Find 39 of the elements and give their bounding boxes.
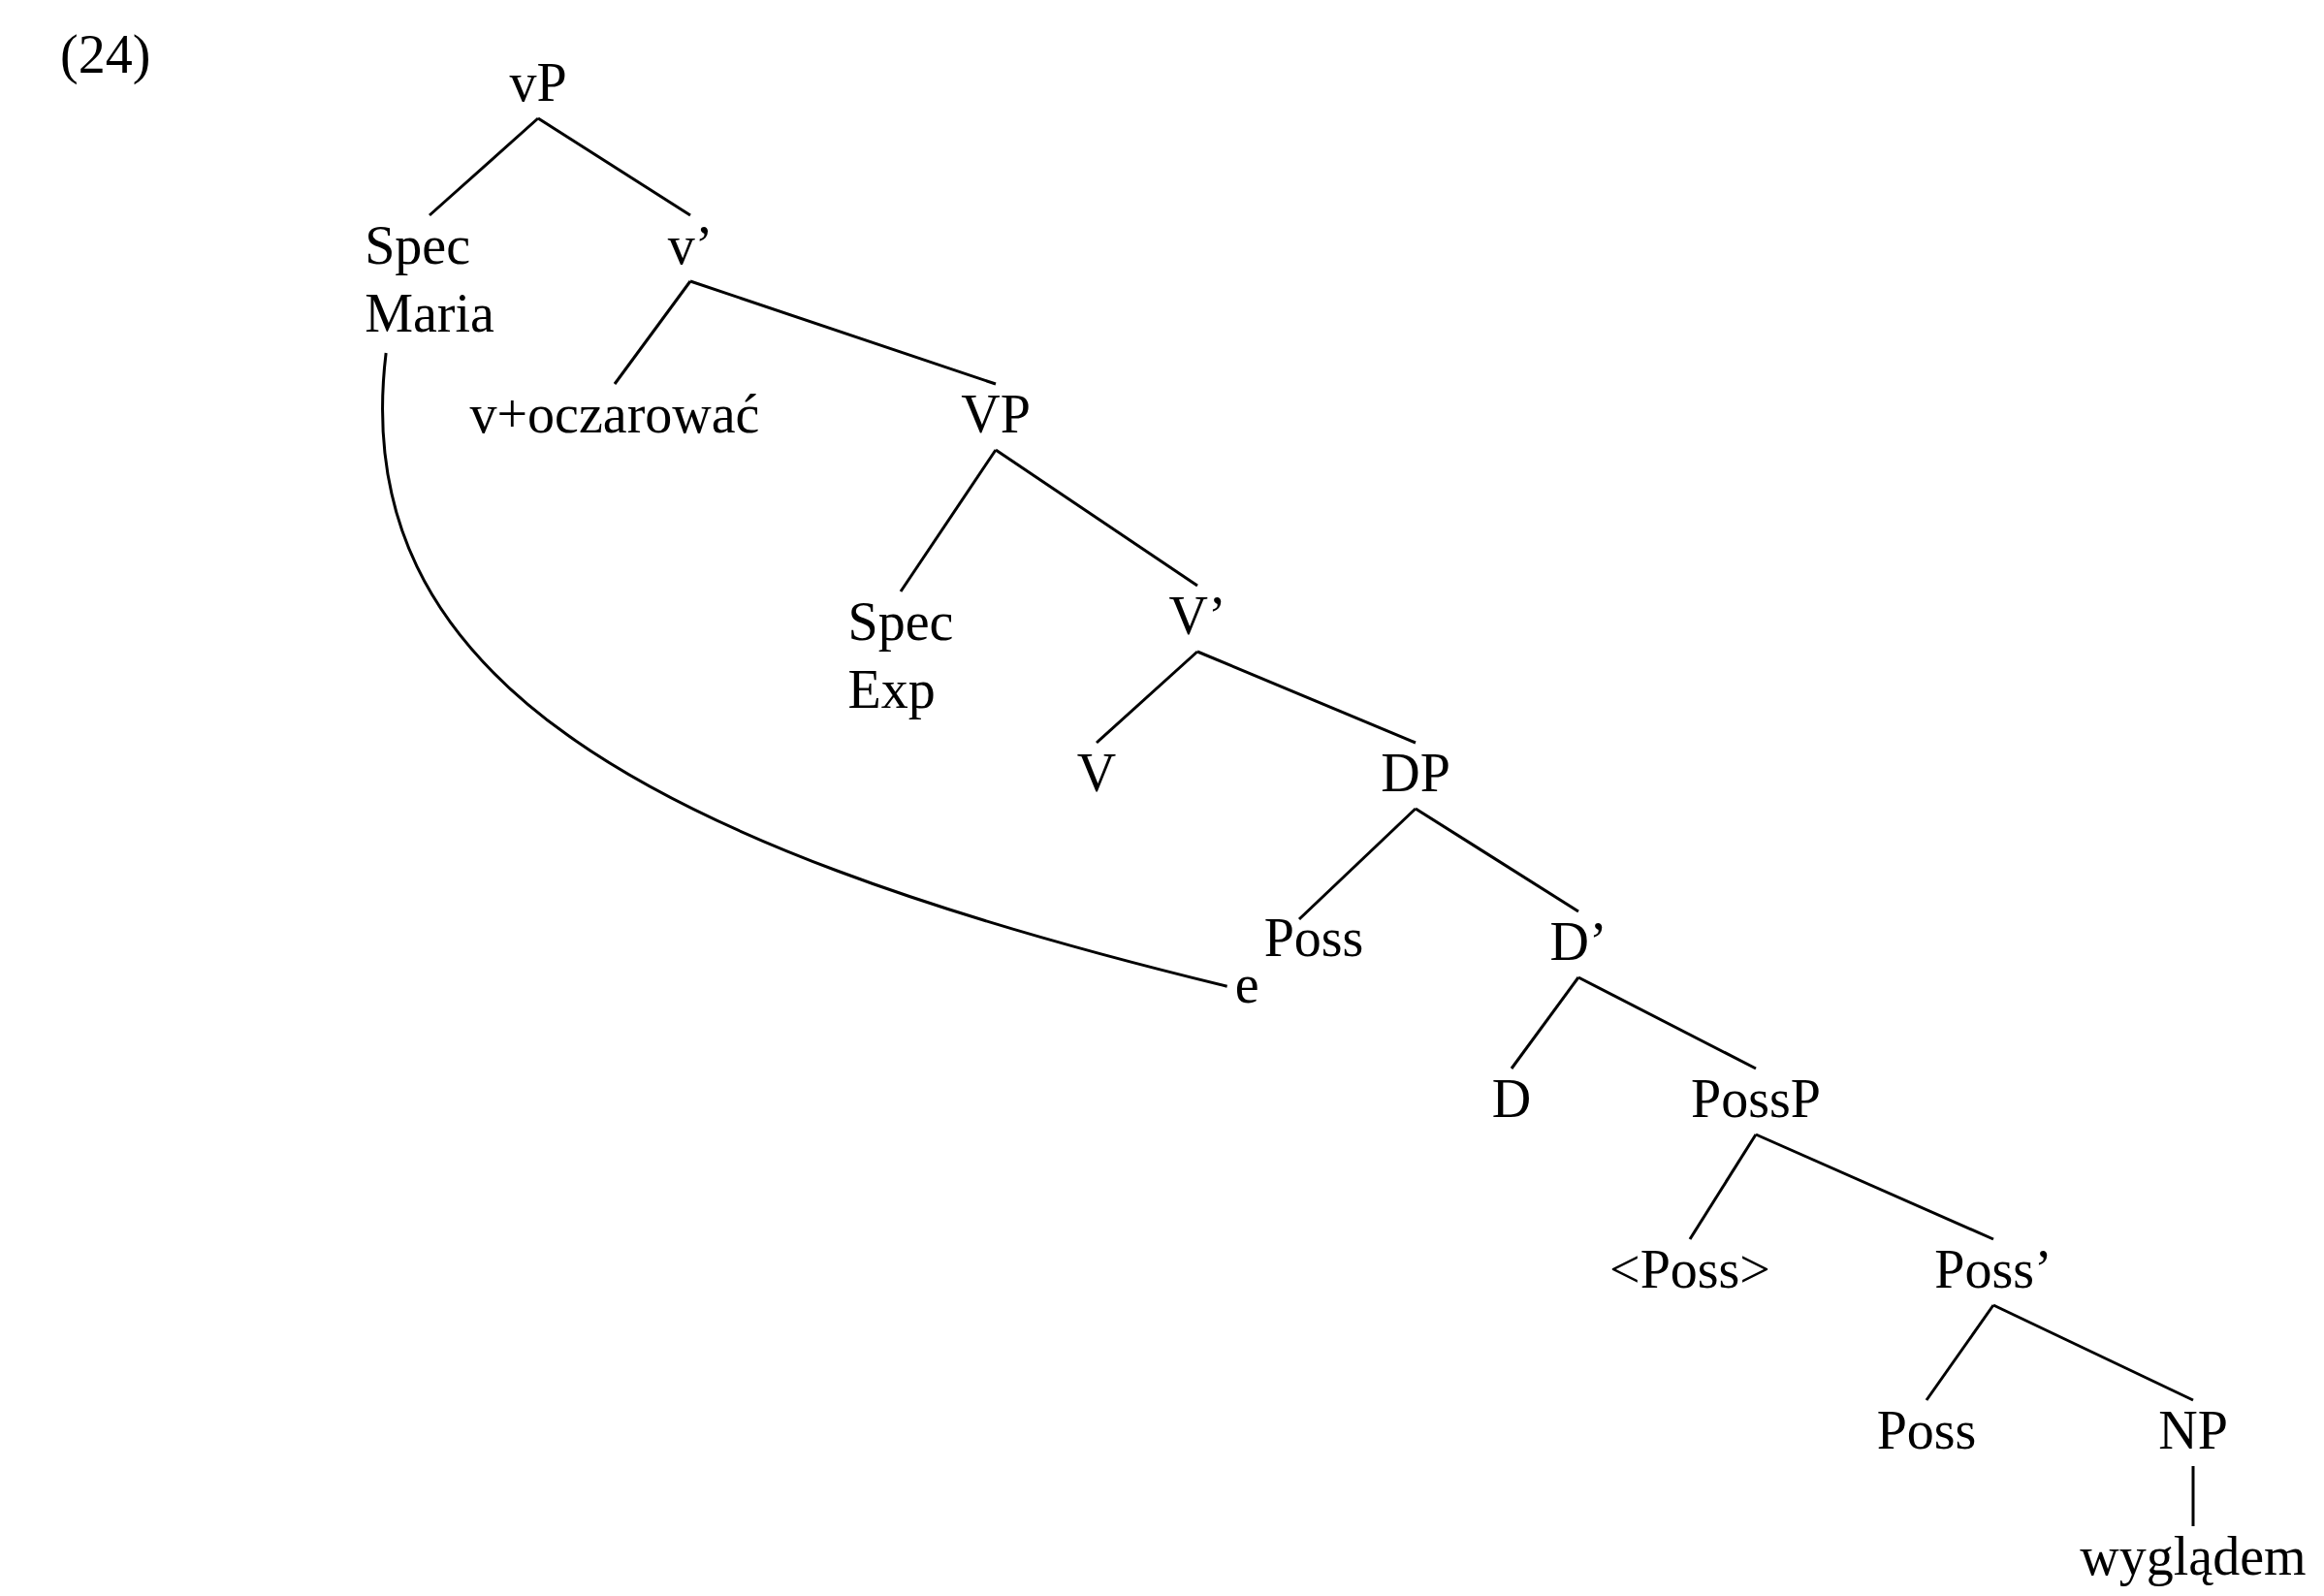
node-label: D’ (1549, 910, 1608, 974)
node-label: v’ (667, 214, 714, 277)
tree-branch (1925, 1304, 1995, 1401)
tree-branch (1196, 650, 1417, 745)
node-label: NP (2158, 1399, 2228, 1462)
tree-branch (537, 116, 691, 217)
node-label: Spec (847, 591, 954, 654)
node-label: Poss’ (1934, 1238, 2053, 1301)
node-label: DP (1381, 742, 1450, 805)
node-label: wyglądem (2080, 1525, 2307, 1588)
tree-branch (1755, 1133, 1994, 1241)
tree-branch (1688, 1133, 1758, 1240)
node-label: Poss (1876, 1399, 1977, 1462)
node-label: Spec (365, 214, 470, 277)
tree-branch (1577, 975, 1757, 1070)
tree-branch (1992, 1303, 2194, 1402)
node-label: V (1076, 742, 1117, 805)
node-label: D (1491, 1068, 1532, 1131)
node-label: v+oczarować (469, 383, 760, 446)
node-label: Poss (1263, 915, 1364, 962)
tree-branch (1297, 807, 1417, 921)
node-label: e (1234, 961, 1259, 1008)
tree-branch (2191, 1466, 2195, 1526)
node-label: vP (509, 51, 567, 114)
tree-branch (899, 449, 998, 592)
node-label: <Poss> (1609, 1238, 1770, 1301)
movement-line (381, 352, 1227, 988)
tree-branch (613, 280, 692, 385)
tree-branch (1510, 976, 1580, 1069)
tree-branch (1096, 650, 1198, 745)
node-label: Exp (847, 658, 936, 721)
tree-branch (429, 116, 539, 217)
tree-branch (689, 279, 997, 386)
node-label: V’ (1168, 585, 1226, 648)
node-label: VP (961, 383, 1031, 446)
node-label: PossP (1691, 1068, 1821, 1131)
tree-branch (1415, 807, 1579, 913)
node-label: Maria (365, 282, 494, 345)
tree-branch (995, 448, 1198, 588)
